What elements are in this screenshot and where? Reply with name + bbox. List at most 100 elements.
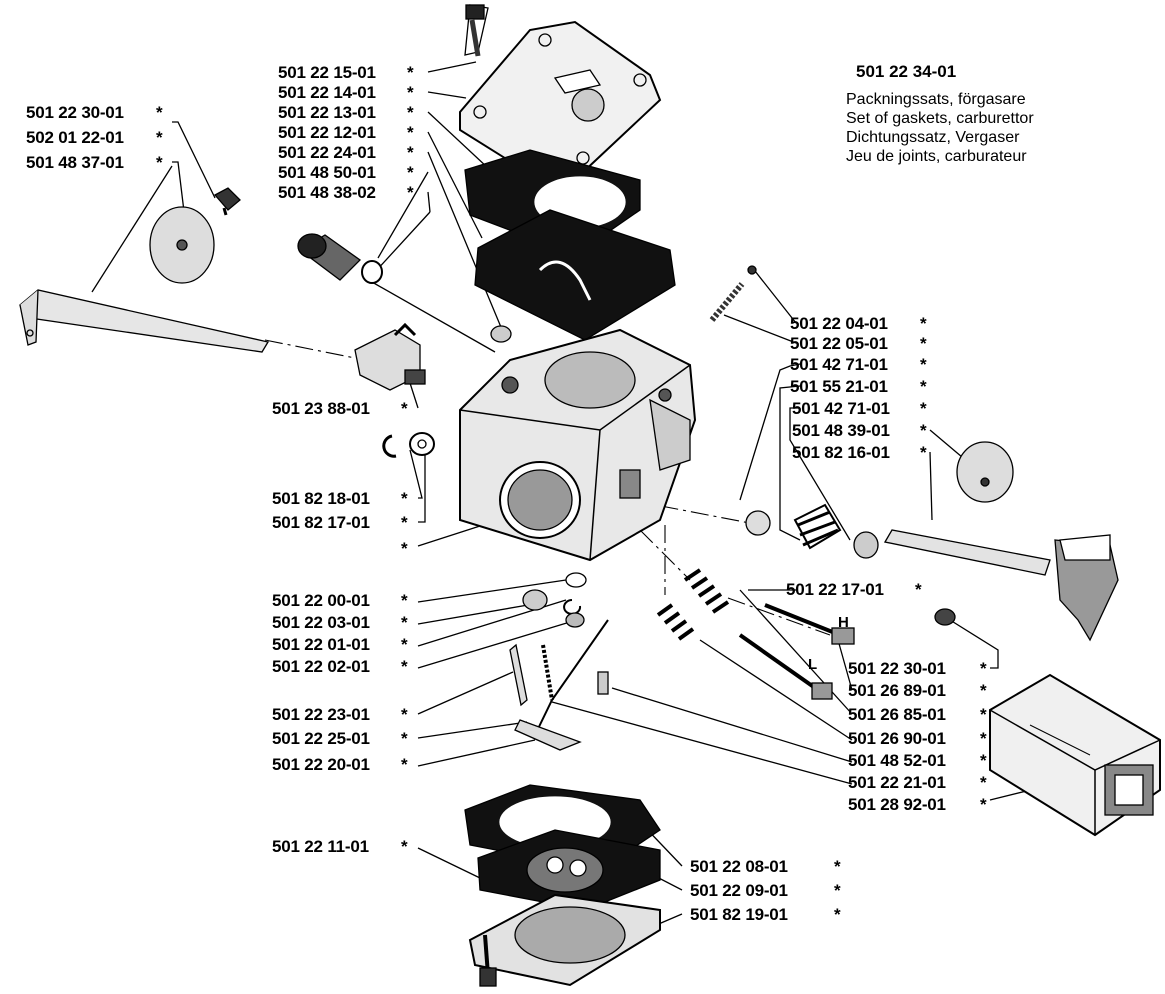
part-label: 501 22 30-01 — [26, 103, 124, 122]
axis-centrelines — [264, 339, 831, 636]
part-label: 501 26 89-01 — [848, 681, 946, 700]
part-label: 501 22 11-01 — [272, 837, 369, 856]
upper-gaskets — [464, 149, 676, 341]
part-label: 501 55 21-01 — [790, 377, 888, 396]
part-label: 501 22 00-01 — [272, 591, 370, 610]
part-label: 501 26 85-01 — [848, 705, 946, 724]
kit-marker: * — [920, 314, 927, 333]
part-label: 501 28 92-01 — [848, 795, 946, 814]
part-label: 501 22 04-01 — [790, 314, 888, 333]
kit-marker: * — [401, 729, 408, 748]
mixture-screws — [656, 568, 855, 700]
part-label: 501 48 39-01 — [792, 421, 890, 440]
part-label: 501 22 14-01 — [278, 83, 376, 102]
kit-marker: * — [980, 751, 987, 770]
kit-description-de: Dichtungssatz, Vergaser — [846, 129, 1020, 146]
kit-marker: * — [920, 399, 927, 418]
gasket-kit-descriptions: Packningssats, förgasare Set of gaskets,… — [846, 90, 1034, 166]
kit-marker: * — [401, 635, 408, 654]
part-label: 501 22 20-01 — [272, 755, 370, 774]
kit-marker: * — [834, 905, 841, 924]
kit-marker: * — [920, 443, 927, 462]
part-label: 501 22 12-01 — [278, 123, 376, 142]
part-label: 501 82 17-01 — [272, 513, 370, 532]
kit-marker: * — [156, 103, 163, 122]
part-label: 501 22 03-01 — [272, 613, 370, 632]
part-label: 501 22 25-01 — [272, 729, 370, 748]
kit-marker: * — [920, 334, 927, 353]
part-label: 501 26 90-01 — [848, 729, 946, 748]
low-speed-screw-mark: L — [808, 656, 818, 673]
kit-marker: * — [980, 681, 987, 700]
needle-spring-top — [709, 265, 757, 322]
kit-marker: * — [980, 659, 987, 678]
part-label: 501 22 15-01 — [278, 63, 376, 82]
part-label: 501 42 71-01 — [792, 399, 890, 418]
kit-description-fr: Jeu de joints, carburateur — [846, 148, 1027, 165]
part-label: 501 22 01-01 — [272, 635, 370, 654]
body-kit-marker: * — [401, 539, 408, 558]
gasket-kit-number: 501 22 34-01 — [856, 62, 957, 81]
top-cover — [459, 4, 662, 182]
part-label: 501 22 30-01 — [848, 659, 946, 678]
kit-marker: * — [156, 128, 163, 147]
part-label: 501 82 18-01 — [272, 489, 370, 508]
inlet-needle-lever — [509, 572, 609, 751]
lower-gaskets — [464, 784, 661, 987]
kit-marker: * — [401, 837, 408, 856]
part-label: 501 82 19-01 — [690, 905, 788, 924]
part-label: 501 22 09-01 — [690, 881, 788, 900]
part-label: 501 42 71-01 — [790, 355, 888, 374]
kit-marker: * — [834, 857, 841, 876]
part-label: 501 22 24-01 — [278, 143, 376, 162]
kit-marker: * — [407, 103, 414, 122]
carburettor-body — [459, 328, 697, 562]
gasket-kit-block: 501 22 34-01 — [856, 62, 956, 81]
fuel-inlet-fitting — [354, 322, 426, 391]
part-label: 501 23 88-01 — [272, 399, 370, 418]
part-label: 502 01 22-01 — [26, 128, 124, 147]
part-label: 501 48 52-01 — [848, 751, 946, 770]
part-label: 501 22 05-01 — [790, 334, 888, 353]
part-label: 501 48 38-02 — [278, 183, 376, 202]
kit-marker: * — [407, 63, 414, 82]
choke-shaft — [19, 187, 270, 353]
clip-and-washer — [382, 432, 435, 458]
kit-marker: * — [407, 183, 414, 202]
kit-marker: * — [920, 355, 927, 374]
part-label: 501 48 50-01 — [278, 163, 376, 182]
kit-marker: * — [920, 377, 927, 396]
kit-marker: * — [401, 755, 408, 774]
part-label: 501 22 13-01 — [278, 103, 376, 122]
part-label: 501 22 17-01 — [786, 580, 884, 599]
kit-description-sv: Packningssats, förgasare — [846, 91, 1026, 108]
kit-marker: * — [401, 489, 408, 508]
kit-marker: * — [407, 123, 414, 142]
inlet-screen — [297, 233, 512, 343]
part-label: 501 22 21-01 — [848, 773, 946, 792]
kit-description-en: Set of gaskets, carburettor — [846, 110, 1034, 127]
high-speed-screw-mark: H — [838, 614, 849, 631]
kit-marker: * — [156, 153, 163, 172]
part-label: 501 22 08-01 — [690, 857, 788, 876]
kit-marker: * — [980, 705, 987, 724]
kit-marker: * — [401, 513, 408, 532]
kit-marker: * — [401, 705, 408, 724]
kit-marker: * — [401, 399, 408, 418]
throttle-shaft — [745, 441, 1119, 642]
part-label: 501 82 16-01 — [792, 443, 890, 462]
kit-marker: * — [401, 613, 408, 632]
kit-marker: * — [915, 580, 922, 599]
kit-marker: * — [407, 143, 414, 162]
kit-marker: * — [980, 729, 987, 748]
part-label: 501 48 37-01 — [26, 153, 124, 172]
kit-marker: * — [401, 657, 408, 676]
kit-marker: * — [980, 795, 987, 814]
kit-marker: * — [834, 881, 841, 900]
kit-marker: * — [920, 421, 927, 440]
kit-marker: * — [407, 83, 414, 102]
kit-marker: * — [980, 773, 987, 792]
filter-housing — [989, 673, 1161, 837]
